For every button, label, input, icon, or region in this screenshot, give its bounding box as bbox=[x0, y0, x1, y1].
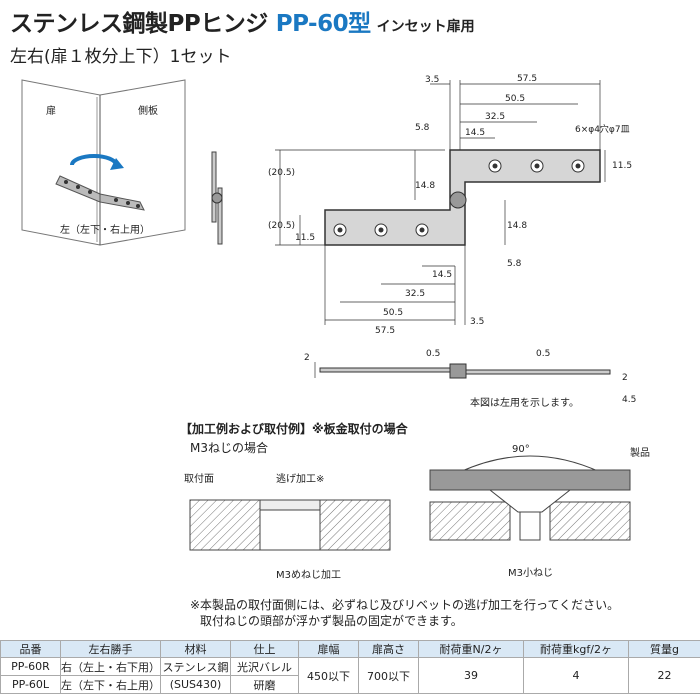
header-hand: 左右勝手 bbox=[60, 640, 161, 658]
perspective-diagram: 扉 側板 左（左下・右上用） bbox=[21, 79, 186, 246]
spec-table: 品番 左右勝手 材料 仕上 扉幅 扉高さ 耐荷重N/2ヶ 耐荷重kgf/2ヶ 質… bbox=[0, 640, 700, 694]
product-label: 製品 bbox=[630, 446, 650, 459]
dim-3-5-bottom: 3.5 bbox=[470, 317, 484, 327]
door-label: 扉 bbox=[46, 104, 56, 117]
header-height: 扉高さ bbox=[358, 640, 419, 658]
material-cell: ステンレス鋼 bbox=[160, 657, 231, 676]
set-description: 左右(扉１枚分上下）1セット bbox=[10, 47, 232, 67]
mass-cell: 22 bbox=[628, 657, 700, 694]
left-diagram-caption: 左（左下・右上用） bbox=[60, 223, 150, 236]
dim-20-5-top: (20.5) bbox=[268, 168, 295, 178]
mount-face-label: 取付面 bbox=[184, 472, 214, 485]
usage-label: インセット扉用 bbox=[376, 19, 475, 35]
dimension-drawing: 3.5 57.5 50.5 32.5 14.5 5.8 14.8 (20.5) … bbox=[268, 74, 632, 336]
note-line-2: 取付ねじの頭部が浮かず製品の固定ができます。 bbox=[200, 614, 463, 628]
m3-case-label: M3ねじの場合 bbox=[190, 441, 268, 455]
header-width: 扉幅 bbox=[298, 640, 359, 658]
dim-14-8-top: 14.8 bbox=[415, 181, 435, 191]
end-view bbox=[211, 151, 223, 245]
header-part: 品番 bbox=[0, 640, 61, 658]
process-diagram-left: 取付面 逃げ加工※ M3めねじ加工 bbox=[184, 472, 391, 581]
width-cell: 450以下 bbox=[298, 657, 359, 694]
dim-14-5-bottom: 14.5 bbox=[432, 270, 452, 280]
part-number: PP-60L bbox=[0, 675, 61, 694]
dim-57-5-bottom: 57.5 bbox=[375, 326, 395, 336]
header-mass: 質量g bbox=[628, 640, 700, 658]
finish-cell: 光沢バレル bbox=[230, 657, 299, 676]
side-view-note: 本図は左用を示します。 bbox=[470, 396, 579, 409]
side-view: 2 0.5 0.5 2 4.5 本図は左用を示します。 bbox=[304, 349, 636, 409]
dim-50-5-top: 50.5 bbox=[505, 94, 525, 104]
load-n-cell: 39 bbox=[418, 657, 524, 694]
side-dim-2-right: 2 bbox=[622, 373, 628, 383]
header-load-n: 耐荷重N/2ヶ bbox=[418, 640, 524, 658]
hinge-illustration bbox=[55, 175, 145, 211]
rotation-arrow-icon bbox=[70, 154, 124, 170]
dim-50-5-bottom: 50.5 bbox=[383, 308, 403, 318]
side-dim-0-5-b: 0.5 bbox=[536, 349, 550, 359]
side-dim-0-5-a: 0.5 bbox=[426, 349, 440, 359]
dim-14-5-top: 14.5 bbox=[465, 128, 485, 138]
dim-32-5-top: 32.5 bbox=[485, 112, 505, 122]
side-dim-4-5: 4.5 bbox=[622, 395, 636, 405]
dim-20-5-bottom: (20.5) bbox=[268, 221, 295, 231]
holes-spec: 6×φ4穴φ7皿 bbox=[575, 123, 630, 135]
dim-3-5-top: 3.5 bbox=[425, 75, 439, 85]
dim-32-5-bottom: 32.5 bbox=[405, 289, 425, 299]
dim-14-8-bottom: 14.8 bbox=[507, 221, 527, 231]
table-row: PP-60R 右（左上・右下用） ステンレス鋼 光沢バレル 450以下 700以… bbox=[0, 657, 700, 694]
angle-label: 90° bbox=[512, 444, 530, 455]
dim-5-8-bottom: 5.8 bbox=[507, 259, 522, 269]
header-finish: 仕上 bbox=[230, 640, 299, 658]
hand-cell: 右（左上・右下用） bbox=[60, 657, 161, 676]
process-heading: 【加工例および取付例】※板金取付の場合 bbox=[180, 422, 408, 436]
note-line-1: ※本製品の取付面側には、必ずねじ及びリベットの逃げ加工を行ってください。 bbox=[190, 598, 620, 612]
side-dim-2-left: 2 bbox=[304, 353, 310, 363]
title-row: ステンレス鋼製PPヒンジ PP-60型 インセット扉用 bbox=[10, 4, 475, 38]
finish-cell: 研磨 bbox=[230, 675, 299, 694]
height-cell: 700以下 bbox=[358, 657, 419, 694]
material-cell: (SUS430) bbox=[160, 675, 231, 694]
hand-cell: 左（左下・右上用） bbox=[60, 675, 161, 694]
relief-label: 逃げ加工※ bbox=[276, 472, 324, 485]
model-name: PP-60型 bbox=[275, 11, 371, 37]
hinge-holes bbox=[333, 159, 585, 237]
process-diagram-right: 90° 製品 M3小ねじ bbox=[429, 444, 650, 579]
dim-11-5-top: 11.5 bbox=[612, 161, 632, 171]
load-kgf-cell: 4 bbox=[523, 657, 629, 694]
header-load-kgf: 耐荷重kgf/2ヶ bbox=[523, 640, 629, 658]
m3-tap-label: M3めねじ加工 bbox=[276, 569, 341, 581]
table-header-row: 品番 左右勝手 材料 仕上 扉幅 扉高さ 耐荷重N/2ヶ 耐荷重kgf/2ヶ 質… bbox=[0, 640, 700, 658]
part-number: PP-60R bbox=[0, 657, 61, 676]
dim-11-5-bottom: 11.5 bbox=[295, 233, 315, 243]
dim-5-8-top: 5.8 bbox=[415, 123, 430, 133]
header-material: 材料 bbox=[160, 640, 231, 658]
dim-57-5-top: 57.5 bbox=[517, 74, 537, 84]
m3-screw-label: M3小ねじ bbox=[508, 567, 553, 579]
side-panel-label: 側板 bbox=[138, 104, 158, 117]
product-title: ステンレス鋼製PPヒンジ bbox=[10, 11, 268, 37]
table-row: PP-60L 左（左下・右上用） (SUS430) 研磨 bbox=[0, 675, 700, 694]
